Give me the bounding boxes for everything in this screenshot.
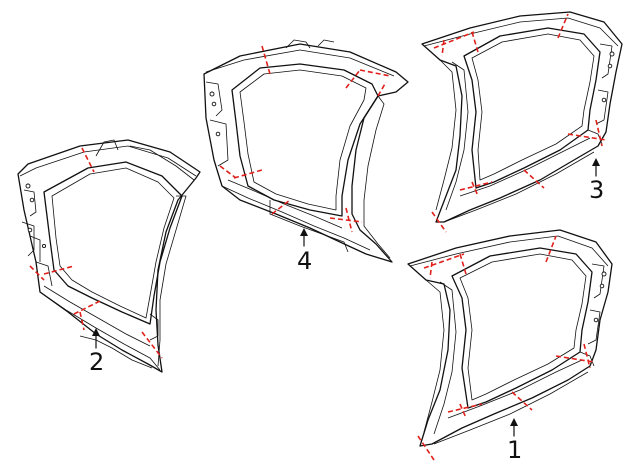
cut-line bbox=[429, 261, 433, 279]
cut-line bbox=[459, 181, 493, 191]
callout-arrow-2 bbox=[92, 328, 100, 349]
cut-line bbox=[447, 403, 483, 413]
cut-line bbox=[79, 311, 85, 331]
callout-arrow-4 bbox=[300, 228, 308, 247]
callout-label-3: 3 bbox=[589, 176, 604, 204]
cut-line bbox=[329, 217, 363, 223]
panel-4 bbox=[203, 39, 409, 263]
cut-line bbox=[141, 331, 163, 359]
cut-line bbox=[271, 199, 291, 215]
cut-line bbox=[219, 165, 237, 179]
callout-arrow-1 bbox=[510, 418, 518, 437]
cut-line bbox=[459, 403, 467, 419]
panel-3-cut-lines bbox=[431, 13, 607, 233]
panel-1 bbox=[407, 229, 613, 447]
cut-line bbox=[557, 13, 569, 39]
cut-line bbox=[471, 181, 479, 197]
panel-4-cut-lines bbox=[219, 45, 391, 233]
cut-line bbox=[545, 235, 557, 263]
cut-line bbox=[511, 391, 533, 411]
callout-label-2: 2 bbox=[89, 348, 104, 376]
cut-line bbox=[417, 435, 435, 461]
cut-line bbox=[471, 31, 479, 53]
cut-line bbox=[377, 81, 387, 97]
callout-label-1: 1 bbox=[507, 436, 522, 464]
cut-line bbox=[261, 45, 271, 75]
cut-line bbox=[81, 147, 95, 173]
cut-line bbox=[345, 207, 353, 233]
panel-2-cut-lines bbox=[29, 147, 163, 359]
callout-arrow-3 bbox=[592, 158, 600, 177]
callout-label-4: 4 bbox=[297, 247, 312, 275]
cut-line bbox=[423, 253, 465, 269]
cut-line bbox=[345, 69, 361, 89]
cut-line bbox=[43, 265, 75, 275]
panel-2 bbox=[17, 139, 201, 373]
cut-line bbox=[73, 299, 103, 315]
cut-line bbox=[595, 119, 603, 147]
cut-line bbox=[431, 211, 447, 233]
cut-line bbox=[441, 39, 445, 57]
panel-1-cut-lines bbox=[417, 235, 595, 461]
panel-3 bbox=[421, 11, 623, 223]
cut-line bbox=[459, 253, 467, 275]
cut-line bbox=[29, 265, 45, 281]
cut-line bbox=[523, 169, 545, 189]
cut-line bbox=[433, 31, 475, 49]
cut-line bbox=[359, 69, 391, 77]
cut-line bbox=[233, 169, 263, 179]
cut-line bbox=[583, 343, 591, 369]
